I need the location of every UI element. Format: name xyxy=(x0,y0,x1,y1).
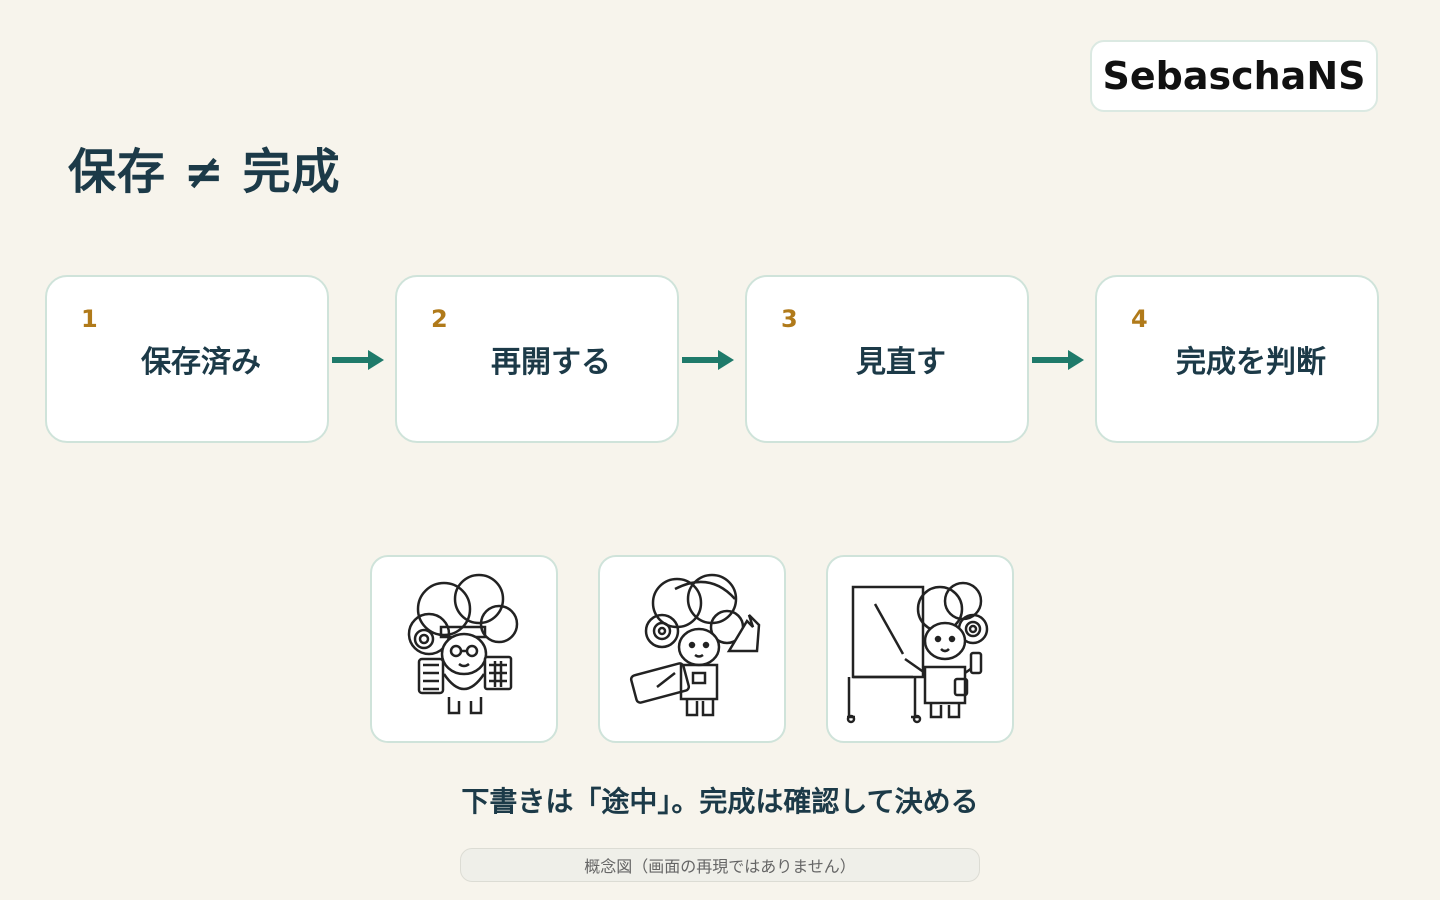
step-box-4: 4 完成を判断 xyxy=(1095,275,1379,443)
brand-name: SebaschaNS xyxy=(1102,54,1366,98)
step-label: 保存済み xyxy=(141,345,261,380)
step-label: 見直す xyxy=(856,345,946,380)
step-number: 2 xyxy=(431,305,448,333)
arrow-right-icon xyxy=(332,350,384,370)
caption: 下書きは「途中」。完成は確認して決める xyxy=(461,785,979,818)
step-box-2: 2 再開する xyxy=(395,275,679,443)
illustration-card-1 xyxy=(370,555,558,743)
step-box-1: 1 保存済み xyxy=(45,275,329,443)
page-title: 保存 ≠ 完成 xyxy=(68,144,341,200)
step-number: 4 xyxy=(1131,305,1148,333)
brand-logo: SebaschaNS xyxy=(1090,40,1378,112)
character-with-calculator-icon xyxy=(407,573,519,715)
character-with-tablet-icon xyxy=(629,573,761,717)
arrow-right-icon xyxy=(1032,350,1084,370)
footnote-text: 概念図（画面の再現ではありません） xyxy=(584,857,856,876)
footnote: 概念図（画面の再現ではありません） xyxy=(460,848,980,882)
step-number: 3 xyxy=(781,305,798,333)
illustration-card-3 xyxy=(826,555,1014,743)
illustration-card-2 xyxy=(598,555,786,743)
step-label: 完成を判断 xyxy=(1176,345,1326,380)
arrow-right-icon xyxy=(682,350,734,370)
character-at-whiteboard-icon xyxy=(846,581,989,724)
step-number: 1 xyxy=(81,305,98,333)
step-box-3: 3 見直す xyxy=(745,275,1029,443)
step-label: 再開する xyxy=(491,345,611,380)
